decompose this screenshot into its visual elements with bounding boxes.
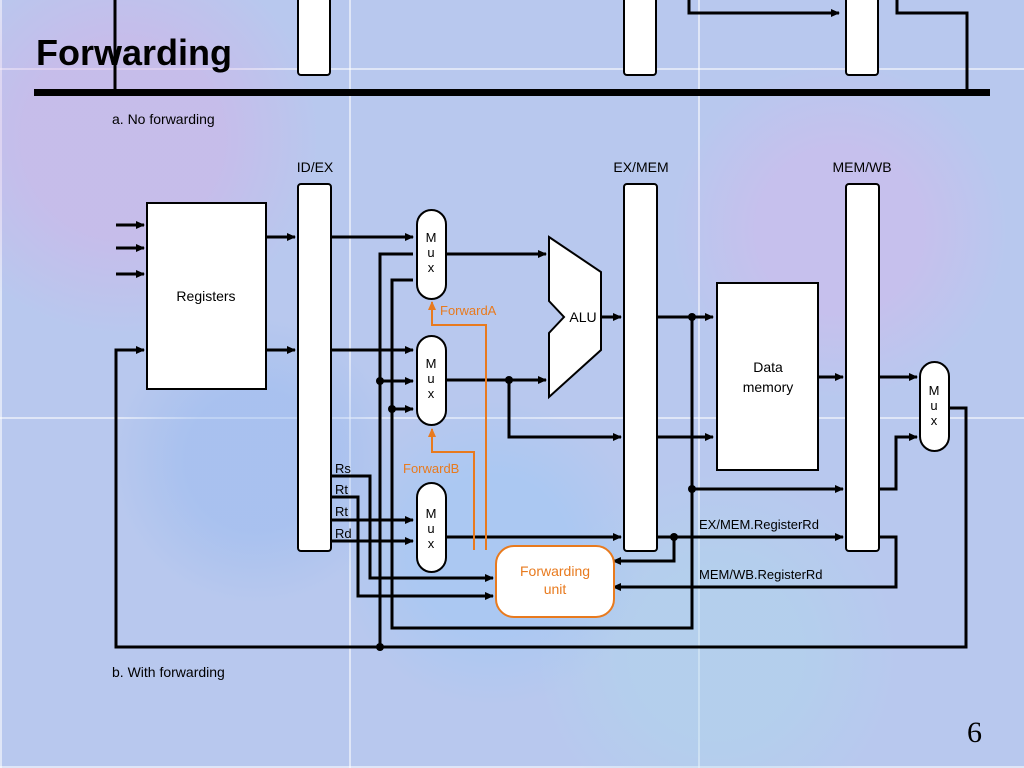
upper-ex-mem-register [623,0,657,76]
mux-a-letter-x: x [428,260,435,275]
caption-with-forwarding: b. With forwarding [112,664,225,680]
datapath-wires [114,221,968,649]
upper-mem-wb-register [845,0,879,76]
rd-label: Rd [335,526,352,541]
mux-rd-letter-u: u [427,521,434,536]
caption-no-forwarding: a. No forwarding [112,111,215,127]
mux-rd-letter-m: M [426,506,437,521]
mem-wb-register-rd-label: MEM/WB.RegisterRd [699,567,823,582]
data-memory-label-line2: memory [743,379,794,395]
rs-label: Rs [335,461,351,476]
mux-writeback: M u x [919,361,950,452]
upper-id-ex-register [297,0,331,76]
data-memory-label-line1: Data [753,359,783,375]
registers-block [146,202,267,390]
ex-mem-register-rd-label: EX/MEM.RegisterRd [699,517,819,532]
forwarding-unit-block [495,545,615,618]
mem-wb-register [845,183,880,552]
mux-forward-a: M u x [416,209,447,300]
forwarding-unit-label-line2: unit [544,581,567,597]
mux-b-letter-m: M [426,356,437,371]
data-memory-block [716,282,819,471]
slide-title: Forwarding [36,32,232,73]
mux-wb-letter-u: u [930,398,937,413]
ex-mem-label: EX/MEM [613,159,668,175]
page-number: 6 [967,716,982,749]
title-rule [34,89,990,96]
id-ex-label: ID/EX [297,159,334,175]
forwarding-control-wires [428,301,487,550]
alu-label: ALU [569,309,596,325]
mux-a-letter-m: M [426,230,437,245]
mux-b-letter-x: x [428,386,435,401]
junction-dots [376,313,696,651]
mux-forward-b: M u x [416,335,447,426]
mux-wb-letter-m: M [929,383,940,398]
rt-label-1: Rt [335,482,348,497]
forwarding-unit-label-line1: Forwarding [520,563,590,579]
mux-rd-letter-x: x [428,536,435,551]
mem-wb-label: MEM/WB [832,159,891,175]
id-ex-register [297,183,332,552]
ex-mem-register [623,183,658,552]
upper-diagram-remnant [113,0,969,90]
mux-a-letter-u: u [427,245,434,260]
forward-b-label: ForwardB [403,461,459,476]
rt-label-2: Rt [335,504,348,519]
registers-label: Registers [176,288,235,304]
mux-b-letter-u: u [427,371,434,386]
forward-a-label: ForwardA [440,303,497,318]
mux-register-dest: M u x [416,482,447,573]
alu-block [548,235,602,400]
mux-wb-letter-x: x [931,413,938,428]
